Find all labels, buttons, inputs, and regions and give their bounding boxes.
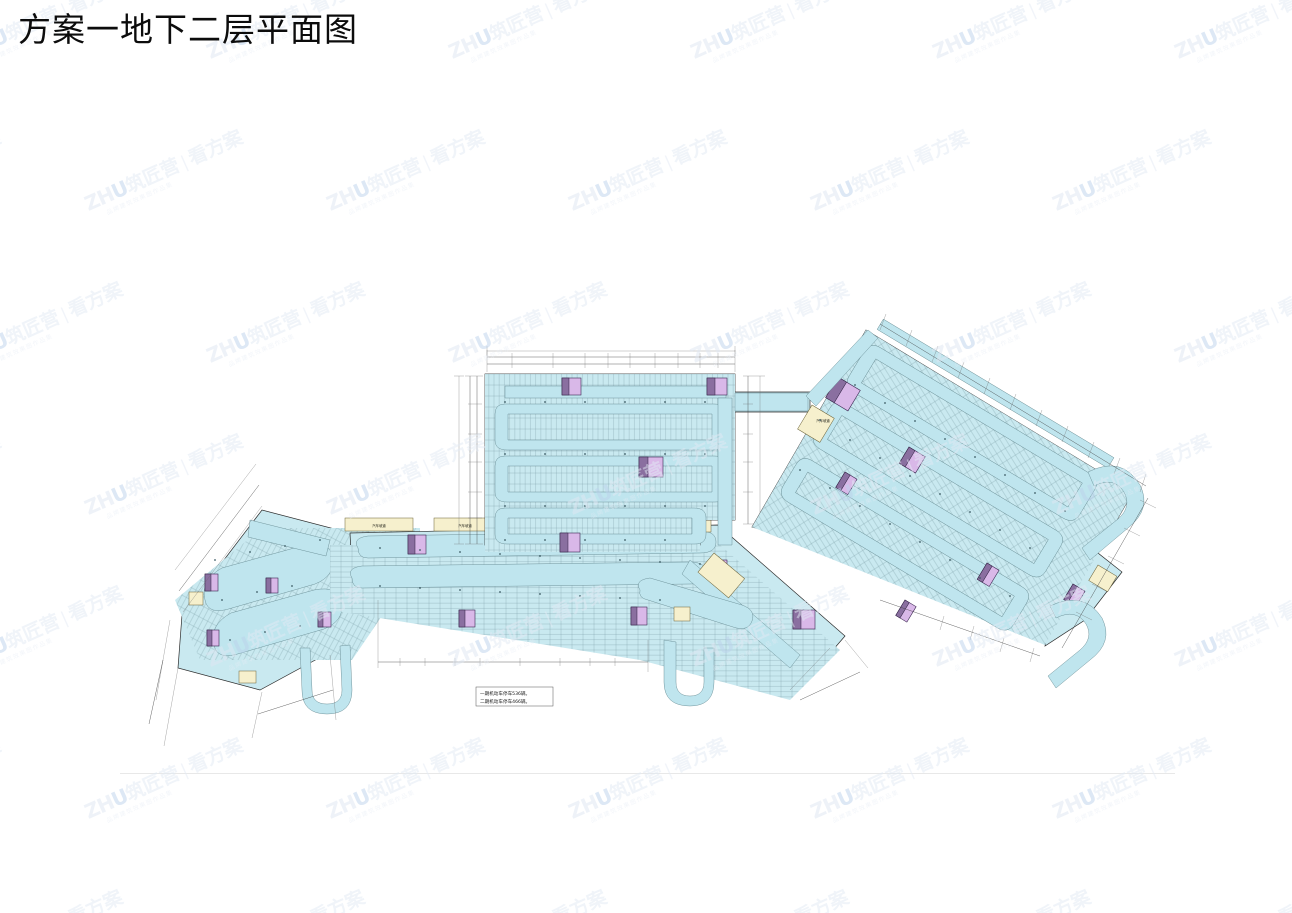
ramp-label-east-1-text: 汽车坡道 [816,418,830,423]
center-block [454,346,811,553]
ramp-label-west-1 [188,591,204,606]
core-south-6-shaft [792,609,802,630]
ramp-label-south-2-text: 汽车坡道 [458,523,472,528]
center-drive-aisles [494,385,809,546]
core-center-2-shaft [706,377,716,396]
south-ramp-loop [663,639,715,707]
ramp-label-south-1: 汽车坡道 [344,517,414,532]
east-ramp-loop-lower [1047,600,1107,689]
plan-notes: 一期机动车停车536辆。 二期机动车停车466辆。 [475,686,554,707]
west-dimensions [148,463,337,747]
core-east-3-shaft [835,471,851,491]
plan-note-line-1: 一期机动车停车536辆。 [480,690,530,697]
ramp-label-east-1: 汽车坡道 [797,404,835,443]
south-dim-ticks [399,658,616,666]
core-west-2-shaft [265,577,272,594]
core-center-3-shaft [638,456,649,478]
bottom-divider [120,773,1175,774]
page-title: 方案一地下二层平面图 [18,10,358,49]
plan-notes-box [475,686,554,707]
core-center-4-shaft [559,532,569,553]
core-west-4-shaft [317,611,324,628]
core-south-1-shaft [407,534,416,555]
ramp-label-south-1-text: 汽车坡道 [372,523,386,528]
core-east-4-shaft [976,562,993,583]
east-drive-aisles [781,318,1115,631]
ramp-label-south-4 [673,606,691,622]
east-dimensions [879,313,1157,663]
plan-note-line-2: 二期机动车停车466辆。 [480,698,530,705]
center-left-dimensions [454,375,483,545]
center-top-dimensions [486,346,736,372]
center-right-dimensions [743,375,765,525]
core-south-4-shaft [630,606,638,626]
east-ramp-loop-upper [1081,465,1145,561]
core-east-2-shaft [898,446,916,468]
core-center-1-shaft [561,377,570,396]
east-entry-corridor [805,329,879,407]
west-drive-aisles [203,519,343,656]
west-ramp-loop [299,644,353,715]
ramp-label-south-5 [697,552,745,599]
core-west-1-shaft [204,573,212,592]
ramp-label-east-2 [1088,564,1118,593]
core-west-3-shaft [206,629,213,647]
core-south-3-shaft [458,609,466,628]
south-dimensions [377,600,869,701]
ramp-label-west-2 [238,670,257,684]
structural-column-grid [214,384,1066,641]
core-east-5-shaft [895,599,910,619]
